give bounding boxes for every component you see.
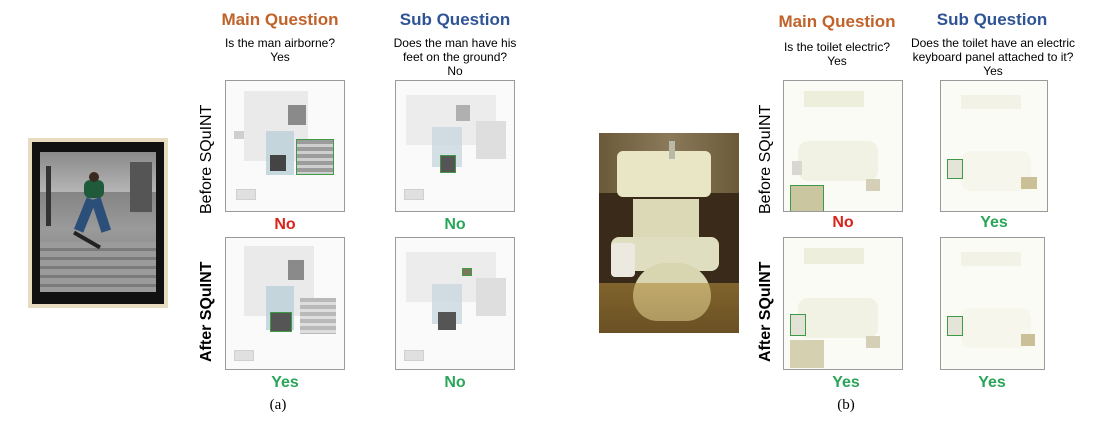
left-before-sub-attention-map [395,80,515,212]
left-main-question: Is the man airborne? [224,36,336,50]
right-main-question: Is the toilet electric? [783,40,891,54]
left-row-label-after: After SQuINT [198,261,215,362]
left-after-main-attention-map [225,237,345,370]
attention-box [947,316,963,336]
right-sub-question-line2: keyboard panel attached to it? [912,50,1074,64]
right-before-main-attention-map [783,80,903,212]
attention-box [296,139,334,175]
attention-box [790,314,806,336]
toilet-photo [599,133,739,333]
right-after-main-attention-map [783,237,903,370]
left-after-sub-prediction: No [444,374,466,391]
left-before-main-prediction: No [274,216,296,233]
right-after-main-prediction: Yes [832,374,860,391]
left-after-main-prediction: Yes [271,374,299,391]
right-main-header: Main Question [778,12,896,31]
left-main-header: Main Question [221,10,339,29]
attention-box [270,312,292,332]
left-sub-question-line2: feet on the ground? [402,50,508,64]
right-after-sub-prediction: Yes [978,374,1006,391]
left-row-label-before: Before SQuINT [198,104,215,214]
left-caption: (a) [269,397,287,413]
left-sub-question-line1: Does the man have his [393,36,517,50]
left-after-sub-attention-map [395,237,515,370]
left-before-main-attention-map [225,80,345,212]
right-caption: (b) [837,397,855,413]
left-main-answer: Yes [270,50,290,64]
right-before-main-prediction: No [832,214,854,231]
left-sub-answer: No [447,64,463,78]
attention-box [947,159,963,179]
right-sub-header: Sub Question [936,10,1048,29]
right-before-sub-prediction: Yes [980,214,1008,231]
right-row-label-after: After SQuINT [757,261,774,362]
right-after-sub-attention-map [940,237,1045,370]
attention-box [790,185,824,211]
left-before-sub-prediction: No [444,216,466,233]
skateboarder-photo [28,138,168,308]
attention-box [440,155,456,173]
right-sub-answer: Yes [983,64,1003,78]
right-before-sub-attention-map [940,80,1048,212]
left-sub-header: Sub Question [399,10,511,29]
attention-box [462,268,472,276]
right-row-label-before: Before SQuINT [757,104,774,214]
right-main-answer: Yes [827,54,847,68]
right-sub-question-line1: Does the toilet have an electric [910,36,1076,50]
